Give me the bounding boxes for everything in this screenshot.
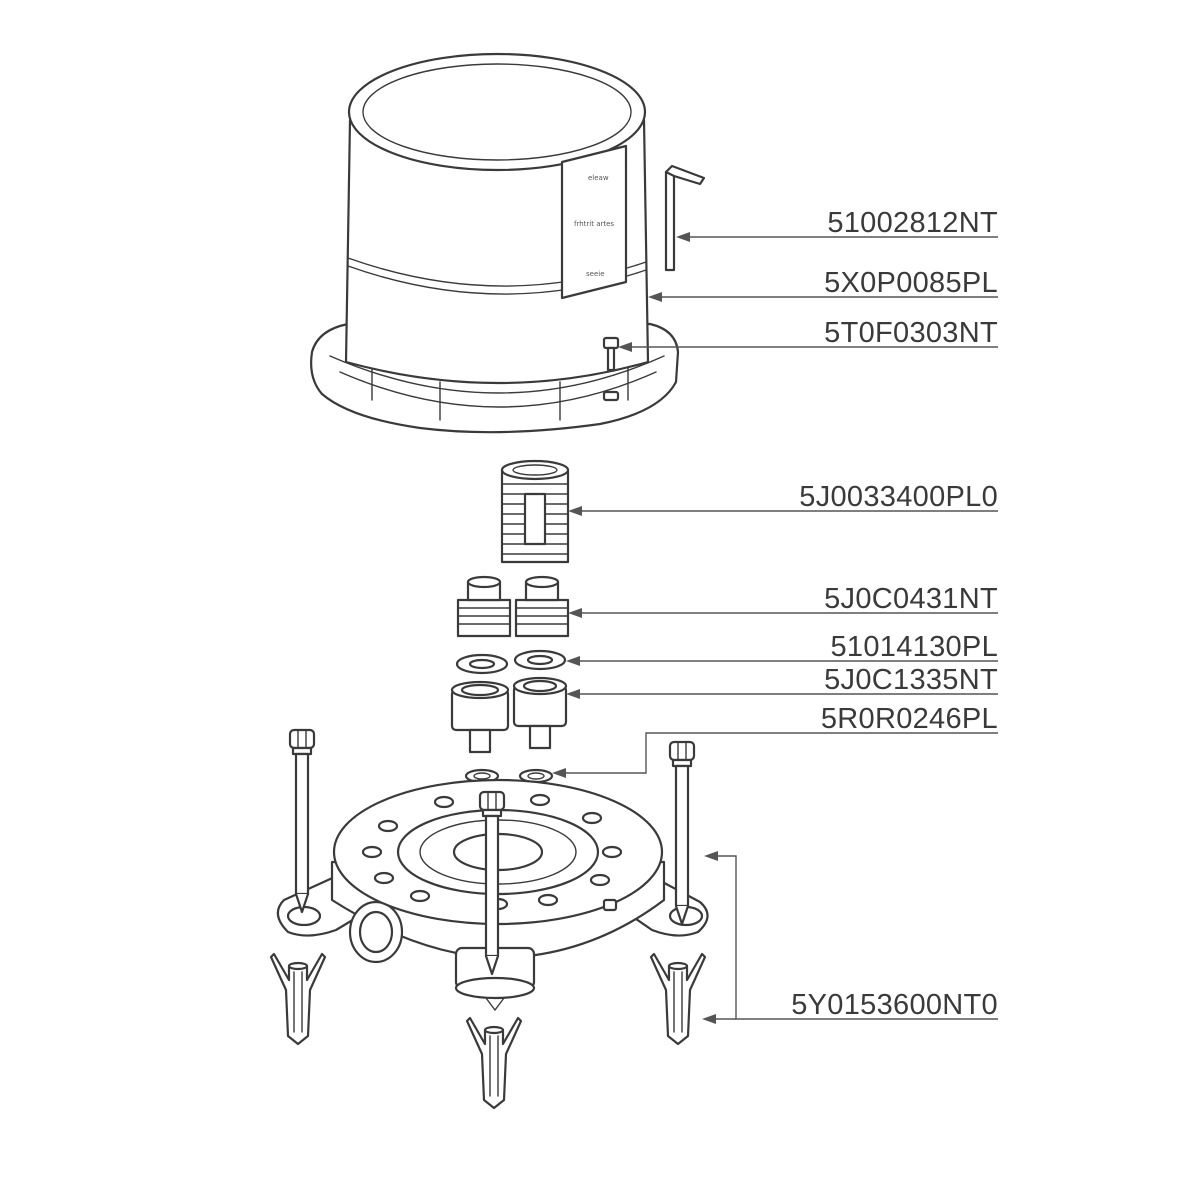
panel-bottom-text: seeie — [586, 270, 605, 278]
panel-top-text: eleaw — [588, 174, 609, 182]
threaded-nipple-icon — [500, 459, 570, 564]
cover-screw-icon — [602, 336, 620, 372]
flat-washers-icon — [455, 649, 567, 675]
part-number-screws-and-wall-plugs: 5Y0153600NT0 — [791, 989, 998, 1021]
base-plate-holes — [361, 793, 623, 911]
part-number-threaded-nipple: 5J0033400PL0 — [799, 481, 998, 513]
part-number-flat-washers: 51014130PL — [831, 631, 999, 663]
panel-middle-text: frhtrit artes — [574, 220, 614, 228]
part-number-allen-key: 51002812NT — [827, 207, 998, 239]
part-number-cover-screw: 5T0F0303NT — [824, 317, 998, 349]
fittings-icon — [456, 575, 570, 638]
allen-key-icon — [664, 164, 706, 272]
union-nuts-icon — [450, 676, 568, 754]
part-number-o-rings: 5R0R0246PL — [821, 703, 998, 735]
cover-assembly: eleaw frhtrit artes seeie — [310, 52, 680, 434]
cover-label-panel — [560, 144, 628, 300]
part-number-labels: 51002812NT 5X0P0085PL 5T0F0303NT 5J00334… — [791, 207, 999, 1021]
leader-lines — [552, 232, 998, 1024]
part-number-fittings: 5J0C0431NT — [824, 583, 998, 615]
cover-top — [347, 52, 647, 172]
part-number-union-nuts: 5J0C1335NT — [824, 664, 998, 696]
part-number-cover: 5X0P0085PL — [824, 267, 998, 299]
